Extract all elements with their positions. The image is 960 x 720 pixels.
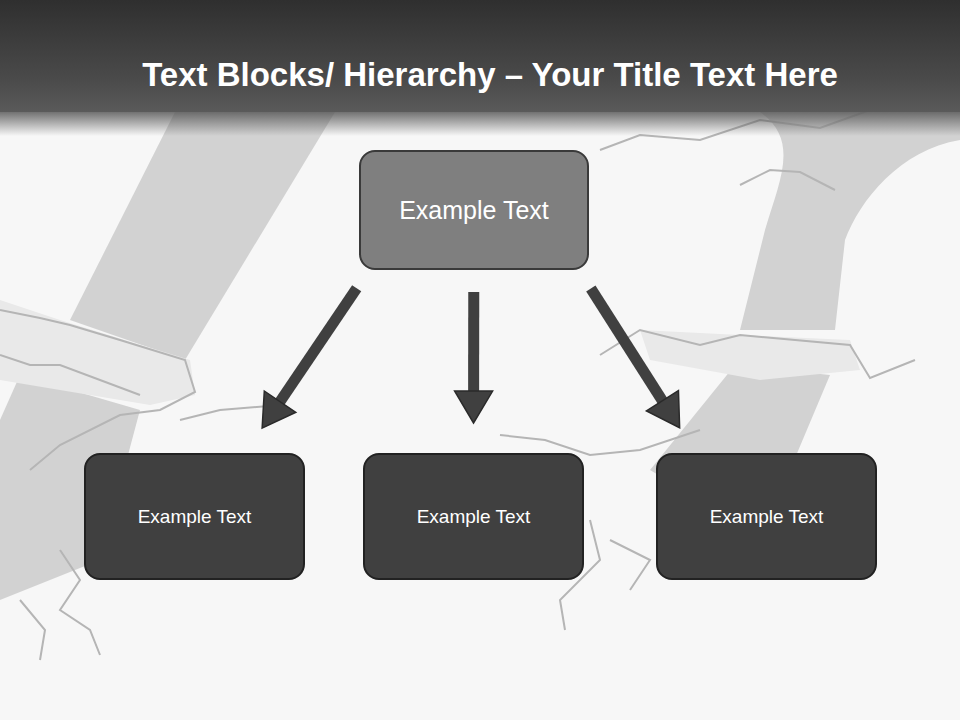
box-label: Example Text <box>710 506 824 528</box>
hierarchy-arrow <box>262 288 357 428</box>
hierarchy-arrow <box>455 292 493 423</box>
arrow-head <box>646 391 679 428</box>
arrow-shaft <box>279 288 357 403</box>
box-label: Example Text <box>399 196 549 225</box>
arrow-head <box>262 391 296 428</box>
hierarchy-arrow <box>591 289 680 428</box>
box-label: Example Text <box>417 506 531 528</box>
box-label: Example Text <box>138 506 252 528</box>
arrow-head <box>455 391 493 423</box>
parent-box: Example Text <box>359 150 589 270</box>
title-bar-shadow <box>0 112 960 136</box>
child-box: Example Text <box>363 453 584 580</box>
child-box: Example Text <box>84 453 305 580</box>
arrow-shaft <box>468 292 479 393</box>
child-box: Example Text <box>656 453 877 580</box>
slide-title: Text Blocks/ Hierarchy – Your Title Text… <box>40 56 940 94</box>
arrow-shaft <box>591 289 664 403</box>
